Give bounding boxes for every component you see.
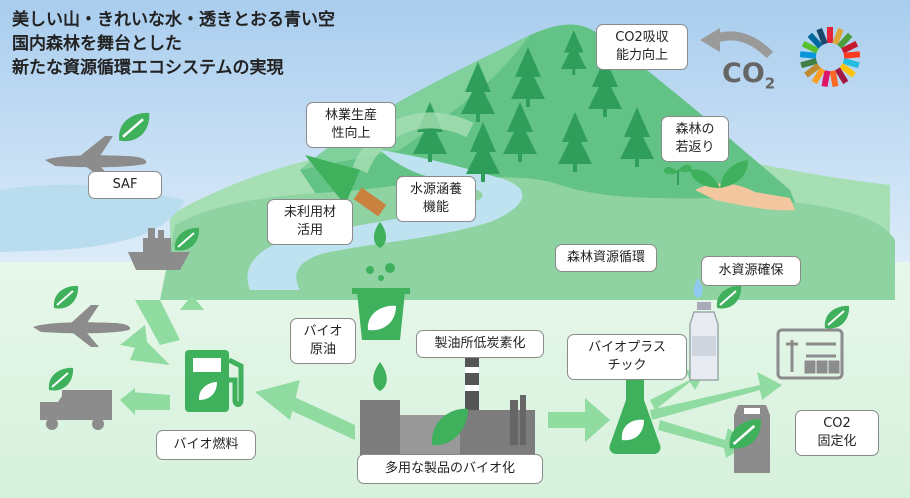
label-line: 固定化 [817,434,857,449]
water-bottle-icon [689,302,719,381]
label-line: 森林資源循環 [566,250,645,265]
headline-line-3: 新たな資源循環エコシステムの実現 [12,58,284,78]
label-forestry-productivity: 林業生産 性向上 [306,102,396,148]
label-line: 水資源確保 [718,263,784,278]
label-line: 機能 [422,200,449,215]
label-line: 森林の [675,122,715,137]
headline: 美しい山・きれいな水・透きとおる青い空 国内森林を舞台とした 新たな資源循環エコ… [12,8,335,80]
label-refinery: 製油所低炭素化 [416,330,544,358]
sdg-segment [799,51,817,59]
label-line: チック [607,358,647,373]
sdg-segment [837,32,853,49]
sdg-wheel-icon [799,27,861,88]
sdg-segment [804,63,821,78]
label-co2-fixation: CO2 固定化 [795,410,879,456]
distribution-arrows [120,295,782,458]
label-line: 製油所低炭素化 [434,336,526,351]
label-water-security: 水資源確保 [701,256,801,286]
label-bioplastic: バイオプラス チック [567,334,687,380]
label-forest-resource-cycle: 森林資源循環 [555,244,657,272]
sdg-segment [827,27,833,43]
label-line: 若返り [675,140,715,155]
label-line: CO2吸収 [615,30,669,45]
label-line: 林業生産 [324,108,377,123]
label-line: 未利用材 [283,205,336,220]
river [247,150,523,290]
sdg-segment [801,40,819,54]
co2-main: CO [722,58,765,89]
fuel-pump-icon [185,350,244,412]
label-bio-crude: バイオ 原油 [290,318,356,364]
label-forest-rejuvenation: 森林の 若返り [661,116,729,162]
label-line: 原油 [309,342,336,357]
sdg-segment [832,27,844,46]
label-unused-wood: 未利用材 活用 [267,199,353,245]
co2-badge: CO2 [722,58,775,92]
sdg-segment [843,51,861,59]
label-saf: SAF [88,171,162,199]
hand-sprout-icon [690,160,795,211]
label-biofuel: バイオ燃料 [156,430,256,460]
water-drop-icon [693,278,703,298]
bio-beaker-icon [352,222,410,391]
label-line: CO2 [823,416,851,431]
label-line: 水源涵養 [409,182,462,197]
label-line: SAF [112,177,138,192]
log-icon [353,187,387,217]
ship-icon [128,228,190,270]
headline-line-2: 国内森林を舞台とした [12,34,182,54]
sprout-icon [664,164,692,185]
label-line: 活用 [296,223,323,238]
airplane-icon [33,305,131,347]
co2-sub: 2 [764,74,776,93]
sdg-segment [841,40,859,54]
truck-icon [40,390,112,430]
sdg-segment [816,27,828,46]
label-line: バイオ燃料 [173,437,239,452]
label-line: 多用な製品のバイオ化 [384,461,515,476]
sdg-segment [811,67,826,85]
label-water-source: 水源涵養 機能 [396,176,476,222]
sdg-segment [842,57,860,69]
sdg-segment [829,70,839,88]
label-product-bioization: 多用な製品のバイオ化 [357,454,543,484]
label-line: バイオプラス [588,340,666,355]
label-line: 能力向上 [615,48,668,63]
forestry-arrow [305,155,360,205]
food-tray-icon [776,328,844,380]
sdg-segment [807,32,823,49]
co2-return-arrow [700,28,720,52]
label-line: 性向上 [331,126,371,141]
headline-line-1: 美しい山・きれいな水・透きとおる青い空 [12,10,335,30]
sdg-segment [800,57,818,69]
label-line: バイオ [303,324,343,339]
sdg-segment [821,70,831,88]
sdg-segment [839,63,856,78]
sdg-segment [834,67,849,85]
label-co2-absorption: CO2吸収 能力向上 [596,24,688,70]
